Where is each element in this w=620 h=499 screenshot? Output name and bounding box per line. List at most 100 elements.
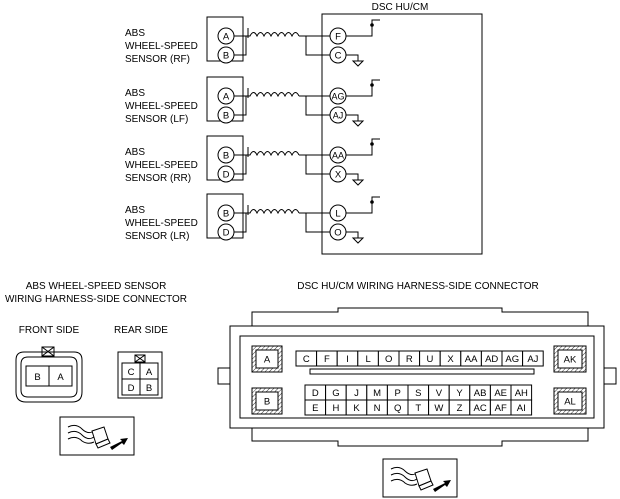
wire [234, 157, 247, 175]
module-pin-label: C [335, 51, 342, 62]
sensor-connector-title-line2: WIRING HARNESS-SIDE CONNECTOR [5, 294, 187, 305]
module-pin-label: O [334, 228, 341, 239]
cavity-label: D [312, 388, 319, 399]
rear-pin-d: D [128, 383, 135, 394]
cavity-label: I [346, 354, 349, 365]
internal-wire [346, 196, 380, 214]
cavity-label: AI [517, 403, 526, 414]
module-connector-view-icon [382, 458, 458, 498]
internal-wire [346, 173, 359, 180]
ground-symbol [351, 60, 365, 67]
cavity-label: C [303, 354, 310, 365]
wire [299, 35, 307, 38]
cavity-label: AC [473, 403, 486, 414]
cavity-label: R [406, 354, 413, 365]
cavity-label: V [436, 388, 443, 399]
cavity-label: Z [457, 403, 463, 414]
module-pin-label: F [335, 32, 341, 43]
wire [299, 212, 307, 215]
cavity-label: Y [456, 388, 463, 399]
front-side-label: FRONT SIDE [19, 325, 80, 336]
sensor-connector-title-line1: ABS WHEEL-SPEED SENSOR [26, 281, 167, 292]
cavity-label: AB [474, 388, 487, 399]
cavity-label: AF [495, 403, 507, 414]
cavity-label: P [395, 388, 401, 399]
twisted-pair [246, 92, 300, 98]
cavity-label: J [354, 388, 359, 399]
cavity [522, 350, 544, 367]
cavity-label: T [415, 403, 421, 414]
cavity-label: E [312, 403, 318, 414]
sensor-label-line: WHEEL-SPEED [125, 160, 198, 171]
module-pin-label: AJ [333, 111, 344, 121]
wire [305, 215, 330, 233]
cavity-label: M [373, 388, 381, 399]
cavity [557, 391, 583, 411]
wire [234, 98, 247, 116]
sensor-pin-label: B [223, 51, 229, 62]
cavity-label: B [264, 397, 270, 408]
sensor-label-line: WHEEL-SPEED [125, 218, 198, 229]
cavity-label: AG [505, 354, 519, 365]
wire [305, 157, 330, 175]
sensor-pin-label: B [223, 151, 229, 162]
twisted-pair [246, 209, 300, 215]
module-pin-label: X [335, 170, 342, 181]
cavity-label: AK [564, 355, 577, 366]
internal-wire [346, 138, 380, 156]
module-pin-label: AG [331, 92, 344, 102]
twisted-pair [246, 32, 300, 38]
cavity-label: N [374, 403, 381, 414]
front-pin-2: A [57, 372, 64, 383]
cavity-label: AD [485, 354, 498, 365]
front-pin-1: B [34, 372, 40, 383]
sensor-label-line: ABS [125, 88, 145, 99]
connector-view-icon [59, 416, 135, 456]
wire [234, 215, 247, 233]
internal-wire [346, 19, 380, 37]
module-pin-label: AA [332, 151, 344, 161]
cavity-label: Q [394, 403, 401, 414]
sensor-front-connector: B A [15, 346, 83, 403]
sensor-label-line: ABS [125, 147, 145, 158]
rear-pin-c: C [128, 367, 135, 378]
cavity-label: S [415, 388, 421, 399]
module-box [321, 13, 483, 255]
sensor-pin-label: A [223, 32, 230, 43]
cavity-label: A [264, 355, 271, 366]
cavity-label: G [332, 388, 339, 399]
internal-wire [346, 114, 359, 121]
internal-wire [346, 231, 359, 238]
module-pin-label: L [335, 209, 340, 220]
sensor-pin-label: D [223, 170, 230, 181]
sensor-pin-label: B [223, 111, 229, 122]
cavity-label: L [365, 354, 370, 365]
internal-wire [346, 79, 380, 97]
cavity [557, 349, 583, 369]
wire [234, 38, 247, 56]
cavity-label: O [385, 354, 392, 365]
cavity-label: W [434, 403, 443, 414]
cavity-label: K [353, 403, 360, 414]
sensor-label-line: SENSOR (LF) [125, 114, 188, 125]
sensor-circuit-3: ABS WHEEL-SPEED SENSOR (RR) BD AA X [125, 135, 380, 186]
module-title: DSC HU/CM [372, 2, 429, 13]
sensor-label-line: WHEEL-SPEED [125, 101, 198, 112]
sensor-label-line: SENSOR (RF) [125, 54, 190, 65]
sensor-rear-connector: C A D B [117, 351, 163, 399]
cavity-label: H [332, 403, 339, 414]
ground-symbol [351, 120, 365, 127]
cavity-label: AE [494, 388, 507, 399]
sensor-label-line: ABS [125, 205, 145, 216]
sensor-label-line: SENSOR (RR) [125, 173, 191, 184]
wire [299, 154, 307, 157]
sensor-pin-label: B [223, 209, 229, 220]
wire [305, 38, 330, 56]
cavity [510, 399, 533, 416]
